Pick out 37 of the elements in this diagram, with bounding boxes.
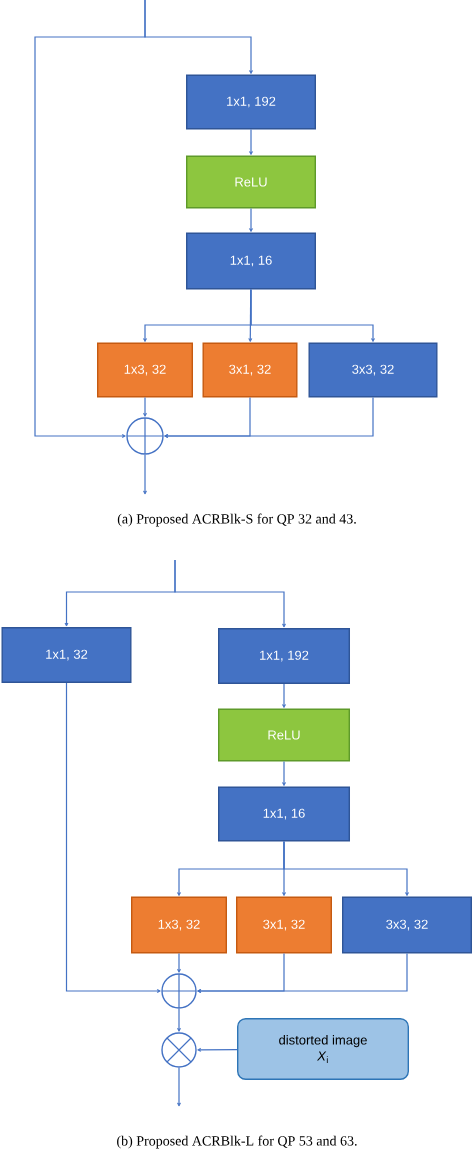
arrow: [143, 454, 147, 495]
conv-box: 1x1, 16: [218, 786, 350, 842]
arrow: [65, 682, 161, 993]
conv-box: 3x3, 32: [308, 342, 438, 398]
arrow: [177, 1008, 181, 1032]
arrow: [177, 952, 181, 973]
arrow: [164, 396, 374, 438]
arrow: [177, 1067, 181, 1107]
arrow: [174, 559, 286, 628]
conv-box: 1x1, 32: [1, 627, 132, 683]
activation-box: ReLU: [186, 155, 316, 209]
arrow: [282, 760, 286, 786]
arrow: [282, 683, 286, 708]
caption: (b) Proposed ACRBlk-L for QP 53 and 63.: [117, 1135, 357, 1149]
arrow: [250, 288, 375, 342]
arrow: [34, 0, 146, 438]
caption: (a) Proposed ACRBlk-S for QP 32 and 43.: [117, 513, 356, 527]
arrow: [249, 128, 253, 155]
activation-box: ReLU: [218, 708, 350, 762]
conv-box: 3x1, 32: [202, 342, 298, 398]
conv-box: 3x3, 32: [342, 896, 472, 954]
sum-circle: [161, 973, 197, 1009]
conv-box: 3x1, 32: [236, 896, 332, 954]
conv-box: 1x3, 32: [131, 896, 227, 954]
conv-box: 1x3, 32: [97, 342, 193, 398]
arrow: [143, 396, 147, 417]
sum-circle: [126, 417, 164, 455]
arrow: [249, 207, 253, 232]
input-box: distorted image X$_{i}$: [237, 1018, 409, 1080]
arrow: [197, 952, 408, 993]
conv-box: 1x1, 16: [186, 232, 316, 290]
conv-box: 1x1, 192: [186, 74, 316, 130]
product-circle: [161, 1032, 197, 1068]
arrow: [283, 840, 409, 896]
arrow: [197, 1048, 238, 1052]
arrow: [248, 288, 253, 342]
conv-box: 1x1, 192: [218, 628, 350, 684]
